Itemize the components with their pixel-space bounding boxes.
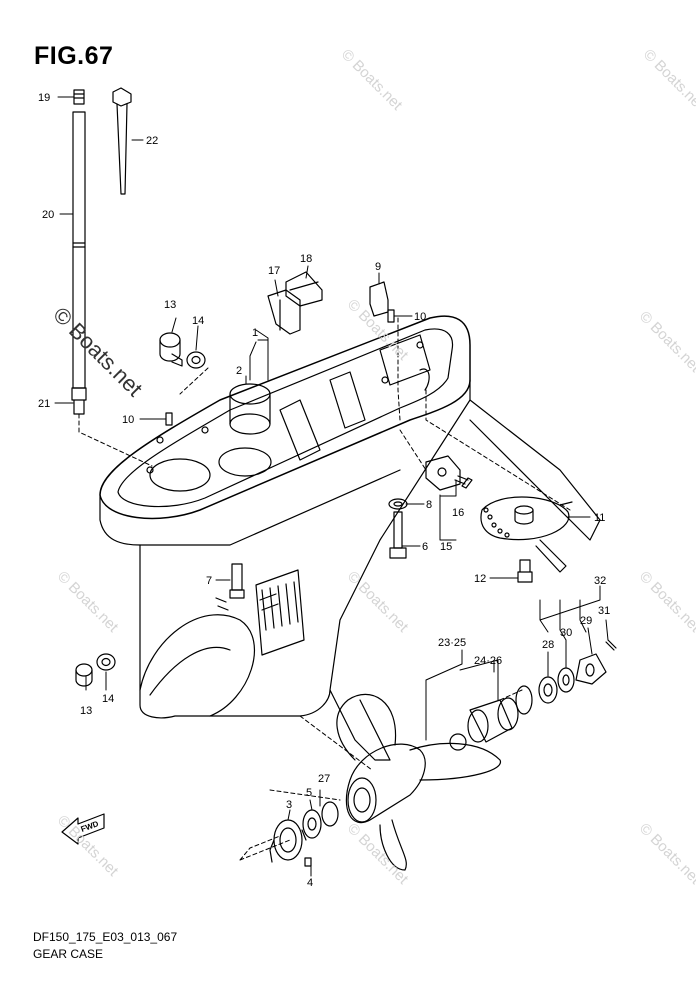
part-13-plug-top xyxy=(159,332,183,367)
callout: 14 xyxy=(102,693,114,705)
part-10-pin-left xyxy=(165,412,173,426)
callout: 32 xyxy=(594,575,606,587)
part-8-washer xyxy=(388,498,408,510)
figure-name: GEAR CASE xyxy=(33,947,104,961)
callout: 13 xyxy=(164,299,176,311)
callout: 12 xyxy=(474,573,486,585)
callout: 14 xyxy=(192,315,204,327)
leader-lines xyxy=(54,96,609,877)
callout: 9 xyxy=(375,261,381,273)
part-10-pin-top xyxy=(387,309,395,323)
callout-labels: 19 22 20 21 17 18 9 13 14 1 2 10 10 8 16… xyxy=(38,92,610,889)
part-29-nut xyxy=(575,653,607,685)
callout: 1 xyxy=(252,327,258,339)
part-6-bolt xyxy=(389,511,407,559)
part-21-rod-fitting xyxy=(71,387,87,415)
part-13-plug-lower xyxy=(75,663,93,687)
part-7-bolt xyxy=(229,563,245,599)
callout: 22 xyxy=(146,135,158,147)
figure-title: FIG.67 xyxy=(34,42,114,70)
callout: 20 xyxy=(42,209,54,221)
part-17-anode xyxy=(267,289,301,335)
callout: 23·25 xyxy=(438,637,466,649)
part-9-cap xyxy=(369,281,389,317)
part-19-rod-end xyxy=(73,89,85,105)
part-spacer xyxy=(515,685,533,715)
part-12-bolt xyxy=(517,559,533,583)
part-22-cable-tie xyxy=(112,87,132,195)
part-15-bracket xyxy=(425,455,461,491)
shift-rod-assembly xyxy=(71,89,87,415)
part-30-washer xyxy=(557,667,575,693)
callout: 31 xyxy=(598,605,610,617)
callout: 10 xyxy=(122,414,134,426)
callout: 24·26 xyxy=(474,655,502,667)
fwd-arrow-icon xyxy=(61,813,105,845)
part-14-gasket-lower xyxy=(96,653,116,671)
part-27-ring xyxy=(321,801,339,827)
callout: 8 xyxy=(426,499,432,511)
callout: 29 xyxy=(580,615,592,627)
part-16-screw xyxy=(454,475,473,489)
part-11-trim-tab xyxy=(480,496,573,573)
part-31-cotter-pin xyxy=(605,639,617,651)
callout: 28 xyxy=(542,639,554,651)
callout: 18 xyxy=(300,253,312,265)
part-4-pin xyxy=(304,857,312,867)
callout: 17 xyxy=(268,265,280,277)
callout: 5 xyxy=(306,787,312,799)
part-14-gasket-top xyxy=(186,351,206,369)
callout: 16 xyxy=(452,507,464,519)
callout: 11 xyxy=(594,512,605,524)
part-18-cover xyxy=(285,271,323,307)
callout: 6 xyxy=(422,541,428,553)
callout: 2 xyxy=(236,365,242,377)
callout: 30 xyxy=(560,627,572,639)
callout: 4 xyxy=(307,877,313,889)
figure-code: DF150_175_E03_013_067 xyxy=(33,930,178,944)
callout: 27 xyxy=(318,773,330,785)
part-5-washer xyxy=(302,809,322,839)
callout: 7 xyxy=(206,575,212,587)
callout: 13 xyxy=(80,705,92,717)
callout: 19 xyxy=(38,92,50,104)
propeller xyxy=(336,693,501,871)
callout: 10 xyxy=(414,311,426,323)
callout: 15 xyxy=(440,541,452,553)
part-28-washer xyxy=(538,676,558,704)
callout: 3 xyxy=(286,799,292,811)
gear-case-housing xyxy=(99,315,601,761)
part-24-26-bushing xyxy=(449,697,519,751)
callout: 21 xyxy=(38,398,50,410)
